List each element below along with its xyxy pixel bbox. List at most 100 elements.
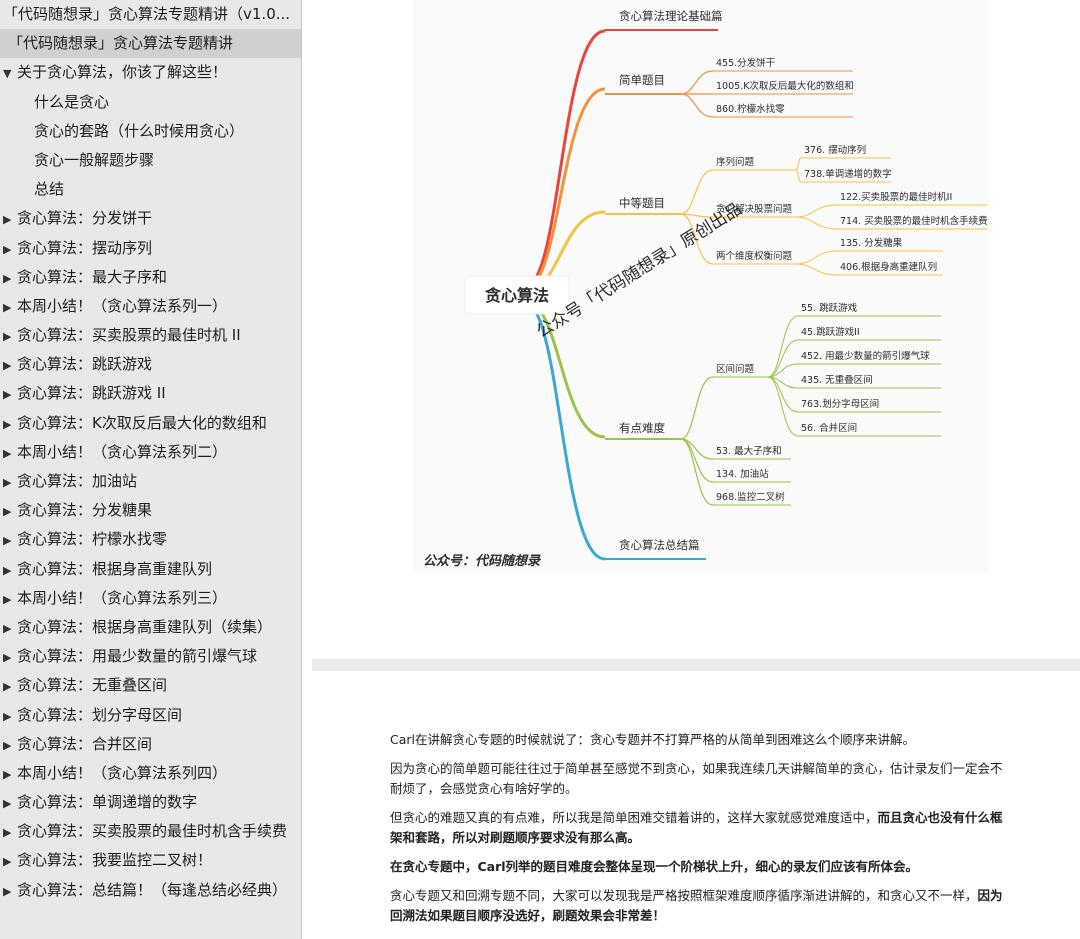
toc-item[interactable]: ▶ 贪心算法：我要监控二叉树！ xyxy=(0,846,301,875)
toc-item[interactable]: ▶贪心算法：根据身高重建队列 xyxy=(0,555,301,584)
paragraph-5: 贪心专题又和回溯专题不同，大家可以发现我是严格按照框架难度顺序循序渐进讲解的，和… xyxy=(390,886,1005,926)
toc-item[interactable]: ▶本周小结！（贪心算法系列三） xyxy=(0,584,301,613)
hard-item-label: 968.监控二叉树 xyxy=(716,491,785,503)
collapse-arrow-icon[interactable]: ▶ xyxy=(3,242,12,256)
toc-item[interactable]: ▶ 贪心算法：买卖股票的最佳时机 II xyxy=(0,321,301,350)
stock-item-label: 122.买卖股票的最佳时机II xyxy=(840,191,952,203)
collapse-arrow-icon[interactable]: ▶ xyxy=(3,826,12,840)
interval-item-label: 55. 跳跃游戏 xyxy=(801,302,858,314)
toc-item[interactable]: 贪心一般解题步骤 xyxy=(0,146,301,175)
toc-item-label: 本周小结！（贪心算法系列四） xyxy=(17,763,228,782)
toc-item[interactable]: 总结 xyxy=(0,175,301,204)
toc-item-label: 贪心算法：摆动序列 xyxy=(17,238,153,257)
paragraph-2: 因为贪心的简单题可能往往过于简单甚至感觉不到贪心，如果我连续几天讲解简单的贪心，… xyxy=(390,761,1003,796)
collapse-arrow-icon[interactable]: ▶ xyxy=(3,884,12,898)
paragraph-5-text: 贪心专题又和回溯专题不同，大家可以发现我是严格按照框架难度顺序循序渐进讲解的，和… xyxy=(390,888,978,903)
toc-item[interactable]: ▶ 贪心算法：合并区间 xyxy=(0,730,301,759)
interval-item-label: 763.划分字母区间 xyxy=(801,398,879,410)
collapse-arrow-icon[interactable]: ▶ xyxy=(3,476,12,489)
toc-item-label: 贪心算法：合并区间 xyxy=(17,734,153,753)
toc-item[interactable]: ▶ 贪心算法：无重叠区间 xyxy=(0,671,301,700)
collapse-arrow-icon[interactable]: ▶ xyxy=(3,359,12,373)
toc-item-label: 本周小结！（贪心算法系列一） xyxy=(17,296,228,315)
collapse-arrow-icon[interactable]: ▶ xyxy=(3,417,12,431)
toc-item[interactable]: ▶贪心算法：加油站 xyxy=(0,467,301,496)
collapse-arrow-icon[interactable]: ▶ xyxy=(3,505,12,519)
toc-item[interactable]: 「代码随想录」贪心算法专题精讲 xyxy=(0,29,301,59)
collapse-arrow-icon[interactable]: ▶ xyxy=(3,855,12,869)
collapse-arrow-icon[interactable]: ▶ xyxy=(3,563,12,577)
mindmap-connector xyxy=(680,93,714,118)
toc-item[interactable]: ▶ 贪心算法：买卖股票的最佳时机含手续费 xyxy=(0,817,301,846)
toc-item[interactable]: ▶ 贪心算法：用最少数量的箭引爆气球 xyxy=(0,642,301,671)
mindmap-connector xyxy=(767,315,799,378)
toc-item-label: 什么是贪心 xyxy=(34,92,110,111)
medium-group-label: 贪心解决股票问题 xyxy=(716,203,793,215)
toc-item[interactable]: ▶贪心算法：分发饼干 xyxy=(0,204,301,233)
collapse-arrow-icon[interactable]: ▶ xyxy=(3,709,12,723)
interval-item-label: 45.跳跃游戏II xyxy=(801,326,860,338)
collapse-arrow-icon[interactable]: ▶ xyxy=(3,592,12,606)
toc-item[interactable]: ▶ 贪心算法：根据身高重建队列（续集） xyxy=(0,613,301,642)
toc-item[interactable]: ▶贪心算法：单调递增的数字 xyxy=(0,788,301,817)
paragraph-3-bold: 而且贪心也没有什么框架和套路，所以对刷题顺序要求没有那么高。 xyxy=(390,810,1003,845)
toc-item-label: 贪心算法：我要监控二叉树！ xyxy=(17,851,213,870)
toc-item[interactable]: ▶ 本周小结！（贪心算法系列一） xyxy=(0,292,301,321)
toc-item[interactable]: ▶贪心算法：跳跃游戏 II xyxy=(0,379,301,408)
mindmap-connector xyxy=(795,157,802,171)
toc-item-label: 「代码随想录」贪心算法专题精讲 xyxy=(8,34,234,53)
collapse-arrow-icon[interactable]: ▶ xyxy=(3,213,12,227)
branch-summary-label: 贪心算法总结篇 xyxy=(619,538,700,552)
collapse-arrow-icon[interactable]: ▶ xyxy=(3,621,12,635)
collapse-arrow-icon[interactable]: ▶ xyxy=(3,738,12,752)
toc-item[interactable]: ▶贪心算法：分发糖果 xyxy=(0,496,301,525)
mindmap-connector xyxy=(795,169,802,183)
paragraph-1: Carl在讲解贪心专题的时候就说了：贪心专题并不打算严格的从简单到困难这么个顺序… xyxy=(390,732,916,747)
medium-group-label: 两个维度权衡问题 xyxy=(716,250,793,262)
expand-arrow-icon[interactable]: ▼ xyxy=(3,67,12,81)
toc-item-label: 贪心算法：买卖股票的最佳时机含手续费 xyxy=(17,822,288,841)
collapse-arrow-icon[interactable]: ▶ xyxy=(3,651,12,665)
collapse-arrow-icon[interactable]: ▶ xyxy=(3,797,12,811)
toc-item[interactable]: 贪心的套路（什么时候用贪心） xyxy=(0,117,301,146)
toc-item[interactable]: ▶本周小结！（贪心算法系列二） xyxy=(0,438,301,467)
collapse-arrow-icon[interactable]: ▶ xyxy=(3,534,12,548)
branch-hard-label: 有点难度 xyxy=(619,421,665,435)
collapse-arrow-icon[interactable]: ▶ xyxy=(3,388,12,402)
toc-item[interactable]: ▶贪心算法：K次取反后最大化的数组和 xyxy=(0,409,301,438)
toc-item[interactable]: ▶贪心算法：最大子序和 xyxy=(0,263,301,292)
toc-item[interactable]: ▶贪心算法：柠檬水找零 xyxy=(0,525,301,554)
mindmap-connector xyxy=(767,376,799,437)
interval-item-label: 56. 合并区间 xyxy=(801,422,857,434)
collapse-arrow-icon[interactable]: ▶ xyxy=(3,767,12,781)
toc-item-label: 贪心算法：用最少数量的箭引爆气球 xyxy=(17,647,258,666)
toc-item-label: 贪心算法：买卖股票的最佳时机 II xyxy=(17,326,241,345)
paragraph-3-text: 但贪心的难题又真的有点难，所以我是简单困难交错着讲的，这样大家就感觉难度适中， xyxy=(390,810,878,825)
collapse-arrow-icon[interactable]: ▶ xyxy=(3,330,12,344)
toc-item[interactable]: ▶ 本周小结！（贪心算法系列四） xyxy=(0,759,301,788)
toc-item[interactable]: ▶ 贪心算法：摆动序列 xyxy=(0,234,301,263)
mindmap-connector xyxy=(795,204,838,218)
toc-item[interactable]: ▶贪心算法：跳跃游戏 xyxy=(0,350,301,379)
mindmap-connector xyxy=(524,29,606,289)
collapse-arrow-icon[interactable]: ▶ xyxy=(3,680,12,694)
easy-item-label: 455.分发饼干 xyxy=(716,57,775,69)
mindmap-root-box xyxy=(464,275,570,315)
toc-item[interactable]: 什么是贪心 xyxy=(0,88,301,117)
collapse-arrow-icon[interactable]: ▶ xyxy=(3,300,12,314)
mindmap-connector xyxy=(524,87,606,291)
toc-item[interactable]: ▶贪心算法：划分字母区间 xyxy=(0,701,301,730)
mindmap-connector xyxy=(524,301,606,561)
mindmap-connector xyxy=(795,216,838,230)
toc-item[interactable]: ▼关于贪心算法，你该了解这些！ xyxy=(0,58,301,87)
toc-item-label: 贪心算法：无重叠区间 xyxy=(17,676,168,695)
toc-item-label: 贪心算法：根据身高重建队列（续集） xyxy=(17,617,273,636)
toc-item[interactable]: ▶ 贪心算法：总结篇！（每逢总结必经典） xyxy=(0,876,301,905)
toc-title[interactable]: 「代码随想录」贪心算法专题精讲（v1.0... xyxy=(0,0,301,29)
collapse-arrow-icon[interactable]: ▶ xyxy=(3,446,12,460)
toc-item-label: 总结 xyxy=(34,180,65,199)
easy-item-label: 860.柠檬水找零 xyxy=(716,103,785,115)
collapse-arrow-icon[interactable]: ▶ xyxy=(3,271,12,285)
toc-item-label: 贪心算法：总结篇！（每逢总结必经典） xyxy=(17,880,288,899)
